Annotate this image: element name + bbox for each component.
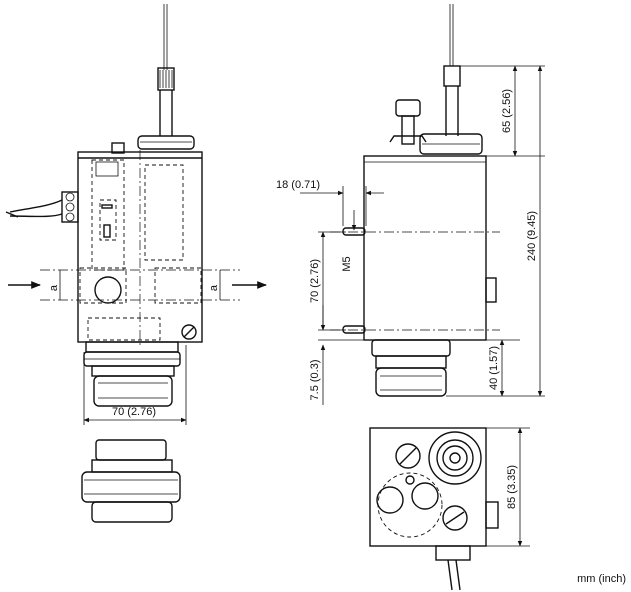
- dimension-40: 40 (1.57): [488, 346, 500, 390]
- detached-nut: [81, 439, 181, 523]
- bottom-view: [369, 427, 530, 591]
- dimension-240: 240 (9.45): [526, 211, 538, 261]
- front-view: [5, 4, 267, 425]
- dimension-offset-top: 18 (0.71): [276, 179, 320, 191]
- port-label-right: a: [208, 284, 220, 291]
- dimension-width-side: 70 (2.76): [309, 259, 321, 303]
- dimension-7-5: 7.5 (0.3): [309, 360, 321, 401]
- dimension-65: 65 (2.56): [501, 89, 513, 133]
- port-label-left: a: [48, 284, 60, 291]
- units-note: mm (inch): [577, 573, 626, 585]
- dimension-thread: M5: [341, 256, 353, 271]
- dimension-width-front: 70 (2.76): [112, 406, 156, 418]
- dimension-85: 85 (3.35): [506, 465, 518, 509]
- side-view: [300, 4, 545, 405]
